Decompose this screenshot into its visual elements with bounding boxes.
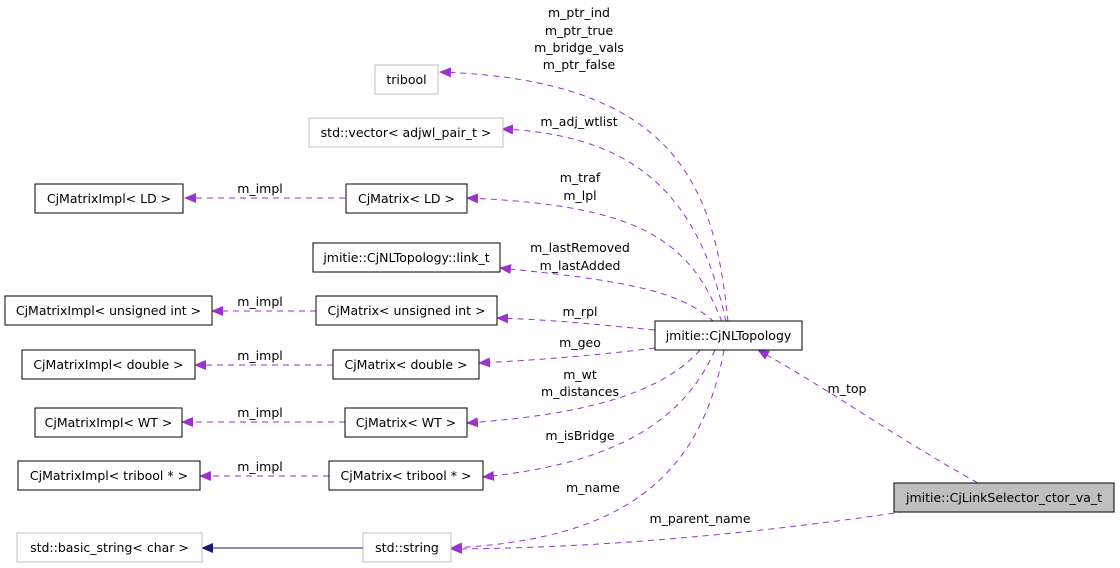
node-cjmatrix-tribool[interactable]: CjMatrix< tribool * > [328, 460, 484, 491]
node-cjmatriximpl-uint[interactable]: CjMatrixImpl< unsigned int > [4, 295, 213, 326]
edge-isbridge [482, 349, 716, 481]
edge-top [757, 349, 979, 484]
edge-labels: m_ptr_ind m_ptr_true m_bridge_vals m_ptr… [237, 5, 866, 526]
label-m-impl-uint: m_impl [237, 294, 282, 309]
label-m-impl-tribool: m_impl [237, 459, 282, 474]
node-cjmatrix-uint-label: CjMatrix< unsigned int > [327, 303, 485, 318]
node-std-vector[interactable]: std::vector< adjwl_pair_t > [308, 117, 504, 148]
node-cjmatriximpl-ld[interactable]: CjMatrixImpl< LD > [34, 183, 184, 214]
label-m-ptr-true: m_ptr_true [545, 23, 614, 38]
node-cjmatrix-double[interactable]: CjMatrix< double > [332, 349, 480, 380]
label-m-distances: m_distances [541, 384, 619, 399]
node-cjnltopology[interactable]: jmitie::CjNLTopology [654, 320, 803, 351]
label-m-parent-name: m_parent_name [649, 511, 750, 526]
edge-name [450, 349, 725, 553]
node-cjmatrix-tribool-label: CjMatrix< tribool * > [341, 468, 472, 483]
label-m-geo: m_geo [559, 335, 601, 350]
node-cjmatrix-double-label: CjMatrix< double > [344, 357, 467, 372]
edge-rpl [496, 313, 656, 331]
label-m-rpl: m_rpl [563, 304, 598, 319]
node-basic-string[interactable]: std::basic_string< char > [16, 532, 203, 563]
label-m-top: m_top [828, 381, 867, 396]
node-cjmatrix-wt[interactable]: CjMatrix< WT > [344, 407, 468, 438]
node-cjnltopology-label: jmitie::CjNLTopology [665, 328, 792, 343]
label-m-bridge-vals: m_bridge_vals [534, 40, 624, 55]
label-m-wt: m_wt [563, 367, 597, 382]
node-link-t-label: jmitie::CjNLTopology::link_t [322, 250, 489, 265]
node-cjmatriximpl-double[interactable]: CjMatrixImpl< double > [21, 349, 196, 380]
label-m-traf: m_traf [560, 170, 601, 185]
node-std-string[interactable]: std::string [362, 532, 452, 563]
node-cjmatriximpl-double-label: CjMatrixImpl< double > [33, 357, 183, 372]
edge-traf-lpl [466, 193, 723, 323]
label-m-ptr-false: m_ptr_false [543, 57, 616, 72]
nodes: tribool std::vector< adjwl_pair_t > CjMa… [4, 64, 1115, 563]
edge-geo [478, 347, 656, 368]
edge-wt-dist [466, 349, 701, 428]
node-cjmatrix-uint[interactable]: CjMatrix< unsigned int > [315, 295, 498, 326]
node-std-string-label: std::string [375, 540, 439, 555]
label-m-lastremoved: m_lastRemoved [530, 240, 630, 255]
label-m-ptr-ind: m_ptr_ind [548, 5, 610, 20]
node-cjmatriximpl-tribool-label: CjMatrixImpl< tribool * > [30, 468, 188, 483]
node-cjmatriximpl-ld-label: CjMatrixImpl< LD > [47, 191, 171, 206]
node-link-selector[interactable]: jmitie::CjLinkSelector_ctor_va_t [893, 482, 1115, 513]
node-cjmatrix-wt-label: CjMatrix< WT > [356, 415, 456, 430]
node-cjmatrix-ld[interactable]: CjMatrix< LD > [345, 183, 468, 214]
node-cjmatriximpl-tribool[interactable]: CjMatrixImpl< tribool * > [17, 460, 201, 491]
node-cjmatrix-ld-label: CjMatrix< LD > [358, 191, 455, 206]
node-link-selector-label: jmitie::CjLinkSelector_ctor_va_t [905, 490, 1102, 505]
node-link-t[interactable]: jmitie::CjNLTopology::link_t [312, 242, 501, 273]
label-m-name: m_name [566, 480, 620, 495]
node-tribool-label: tribool [386, 72, 426, 87]
label-m-lastadded: m_lastAdded [540, 258, 621, 273]
label-m-impl-ld: m_impl [237, 181, 282, 196]
node-cjmatriximpl-wt-label: CjMatrixImpl< WT > [45, 415, 173, 430]
edge-tribool [439, 67, 729, 323]
edge-adj-wtlist [501, 124, 727, 323]
label-m-isbridge: m_isBridge [545, 428, 614, 443]
node-tribool[interactable]: tribool [374, 64, 439, 95]
edge-last [499, 264, 715, 323]
label-m-impl-double: m_impl [237, 348, 282, 363]
label-m-lpl: m_lpl [563, 188, 596, 203]
node-cjmatriximpl-uint-label: CjMatrixImpl< unsigned int > [16, 303, 201, 318]
label-m-adj-wtlist: m_adj_wtlist [540, 114, 617, 129]
node-cjmatriximpl-wt[interactable]: CjMatrixImpl< WT > [34, 407, 183, 438]
edge-parent-name [450, 509, 917, 554]
node-std-vector-label: std::vector< adjwl_pair_t > [321, 125, 492, 140]
edges [181, 67, 979, 554]
label-m-impl-wt: m_impl [237, 405, 282, 420]
node-basic-string-label: std::basic_string< char > [30, 540, 189, 555]
